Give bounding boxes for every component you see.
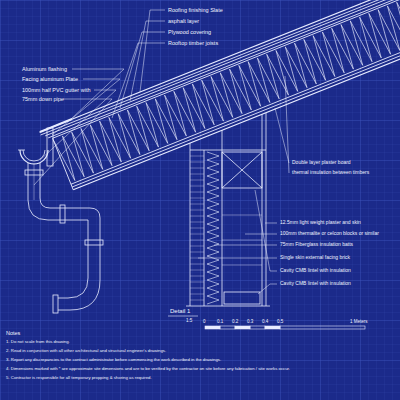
brick-course <box>190 264 204 265</box>
brick-course <box>190 222 204 223</box>
brick-course <box>190 210 204 211</box>
fascia-plate <box>47 128 53 166</box>
part-label: 75mm Fiberglass insulation batts <box>280 242 353 248</box>
part-label: Single skin external facing brick <box>280 255 350 261</box>
brick-course <box>190 252 204 253</box>
brick-course <box>190 192 204 193</box>
part-label: thermal insulation between timbers <box>292 170 369 176</box>
part-label: asphalt layer <box>168 18 199 24</box>
part-label: 100mm thermalite or celcon blocks or sim… <box>280 231 379 237</box>
brick-course <box>190 162 204 163</box>
part-label: Plywood covering <box>168 29 211 35</box>
flashing <box>40 119 72 132</box>
note-text: 2. Read in conjunction with all other ar… <box>6 349 166 354</box>
brick-course <box>190 300 204 301</box>
part-label: Cavity CMB lintel with insulation <box>280 268 351 274</box>
brick-course <box>190 294 204 295</box>
brick-course <box>190 234 204 235</box>
down-pipe <box>25 163 103 313</box>
note-text: 3. Report any discrepancies to the contr… <box>6 358 221 363</box>
notes-heading: Notes <box>6 330 20 336</box>
part-label: Aluminum flashing <box>22 66 67 72</box>
scale-number: 0.1 <box>217 319 223 324</box>
detail-title: Detail 1 <box>170 308 190 315</box>
brick-course <box>190 282 204 283</box>
note-text: 4. Dimensions marked with * are approxim… <box>6 367 290 372</box>
scale-number: 1 Meters <box>350 319 368 324</box>
brick-course <box>190 288 204 289</box>
brick-course <box>190 228 204 229</box>
scale-ratio: 1:5 <box>186 318 192 323</box>
brick-course <box>190 204 204 205</box>
cavity-insulation <box>207 152 219 304</box>
note-text: 1. Do not scale from this drawing. <box>6 340 70 345</box>
part-label: 75mm down pipe <box>22 96 64 102</box>
cavity-wall <box>186 113 270 306</box>
part-label: Double layer plaster board <box>292 160 351 166</box>
part-label: Rooftop timber joists <box>168 40 218 46</box>
lintel <box>222 152 262 188</box>
part-label: 100mm half PVC gutter with <box>22 87 90 93</box>
brick-course <box>190 186 204 187</box>
brick-course <box>190 180 204 181</box>
part-label: Cavity CMB lintel with insulation <box>280 281 351 287</box>
brick-course <box>190 246 204 247</box>
scale-number: 0.5 <box>277 319 283 324</box>
scale-number: 0.4 <box>262 319 268 324</box>
title-underline <box>168 316 198 317</box>
scale-bar <box>205 326 365 329</box>
brick-course <box>190 174 204 175</box>
scale-number: 0.2 <box>232 319 238 324</box>
scale-number: 0.3 <box>247 319 253 324</box>
part-label: Facing aluminum Plate <box>22 76 78 82</box>
brick-course <box>190 240 204 241</box>
brick-course <box>190 198 204 199</box>
scale-number: 0 <box>203 319 206 324</box>
brick-course <box>190 270 204 271</box>
brick-course <box>190 216 204 217</box>
roof-section <box>39 0 400 194</box>
brick-course <box>190 156 204 157</box>
part-label: 12.5mm light weight plaster and skin <box>280 220 361 226</box>
brick-course <box>190 168 204 169</box>
brick-course <box>190 276 204 277</box>
gutter <box>20 150 48 164</box>
part-label: Roofing finishing Slate <box>168 7 223 13</box>
leader-lines <box>34 10 289 294</box>
lintel <box>224 292 260 304</box>
note-text: 5. Contractor is responsible for all tem… <box>6 376 152 381</box>
